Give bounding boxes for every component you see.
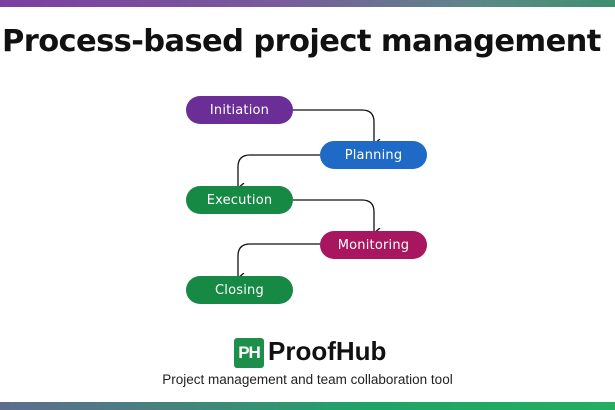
arrow-monitoring-closing: [238, 243, 320, 278]
node-execution: Execution: [186, 186, 293, 214]
node-closing: Closing: [186, 276, 293, 304]
arrow-initiation-planning: [293, 109, 374, 144]
node-label: Closing: [215, 282, 264, 298]
node-label: Initiation: [209, 102, 270, 118]
node-label: Execution: [206, 192, 273, 208]
brand-name: ProofHub: [268, 336, 387, 366]
bottom-gradient-bar: [0, 402, 615, 410]
arrow-planning-execution: [238, 154, 320, 188]
node-label: Planning: [344, 147, 403, 163]
top-gradient-bar: [0, 0, 615, 7]
page-title: Process-based project management: [2, 24, 601, 59]
arrow-execution-monitoring: [293, 199, 374, 233]
brand-tagline: Project management and team collaboratio…: [162, 372, 453, 387]
proofhub-logo-icon: PH: [234, 338, 264, 368]
node-label: Monitoring: [337, 237, 410, 253]
node-monitoring: Monitoring: [320, 231, 427, 259]
node-initiation: Initiation: [186, 96, 293, 124]
node-planning: Planning: [320, 141, 427, 169]
